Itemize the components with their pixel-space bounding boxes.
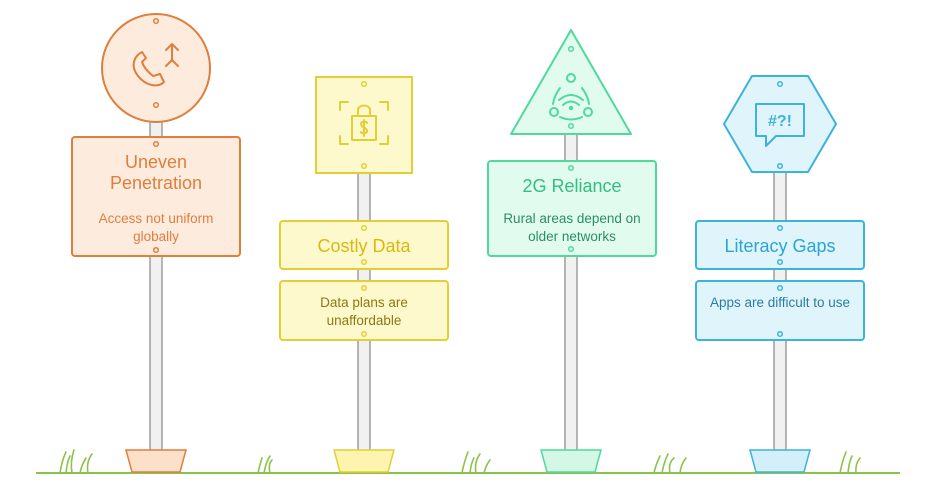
description-panel bbox=[279, 280, 449, 341]
2g-reliance-title: 2G Reliance bbox=[522, 176, 622, 196]
price-tag-icon bbox=[339, 101, 389, 145]
pole-base bbox=[125, 449, 187, 473]
uneven-penetration-description: Access not uniform globally bbox=[98, 211, 214, 245]
literacy-gaps-title: Literacy Gaps bbox=[724, 236, 836, 256]
pole-base bbox=[749, 449, 811, 473]
uneven-penetration-title: Uneven Penetration bbox=[109, 152, 203, 193]
costly-data-title: Costly Data bbox=[317, 236, 411, 256]
2g-reliance-description: Rural areas depend on older networks bbox=[503, 211, 641, 245]
description-panel bbox=[695, 280, 865, 341]
sign-literacy-gaps: #?! bbox=[695, 75, 865, 473]
literacy-gaps-description: Apps are difficult to use bbox=[709, 295, 851, 310]
phone-signal-icon bbox=[132, 43, 179, 87]
confused-message-glyphs: #?! bbox=[768, 113, 792, 130]
network-signal-icon bbox=[549, 73, 593, 121]
sign-costly-data bbox=[279, 76, 449, 473]
title-panel bbox=[71, 136, 241, 257]
round-sign bbox=[101, 13, 211, 123]
pole-base bbox=[333, 449, 395, 473]
sign-uneven-penetration bbox=[71, 13, 241, 473]
grass-tuft-icon bbox=[59, 449, 861, 474]
confused-message-icon bbox=[755, 103, 805, 147]
pole-base bbox=[540, 449, 602, 473]
hexagon-sign bbox=[723, 75, 837, 173]
sign-2g-reliance bbox=[487, 29, 657, 473]
costly-data-description: Data plans are unaffordable bbox=[320, 295, 408, 329]
title-panel bbox=[279, 220, 449, 270]
title-panel bbox=[695, 220, 865, 270]
ground bbox=[36, 449, 900, 474]
title-panel bbox=[487, 160, 657, 257]
